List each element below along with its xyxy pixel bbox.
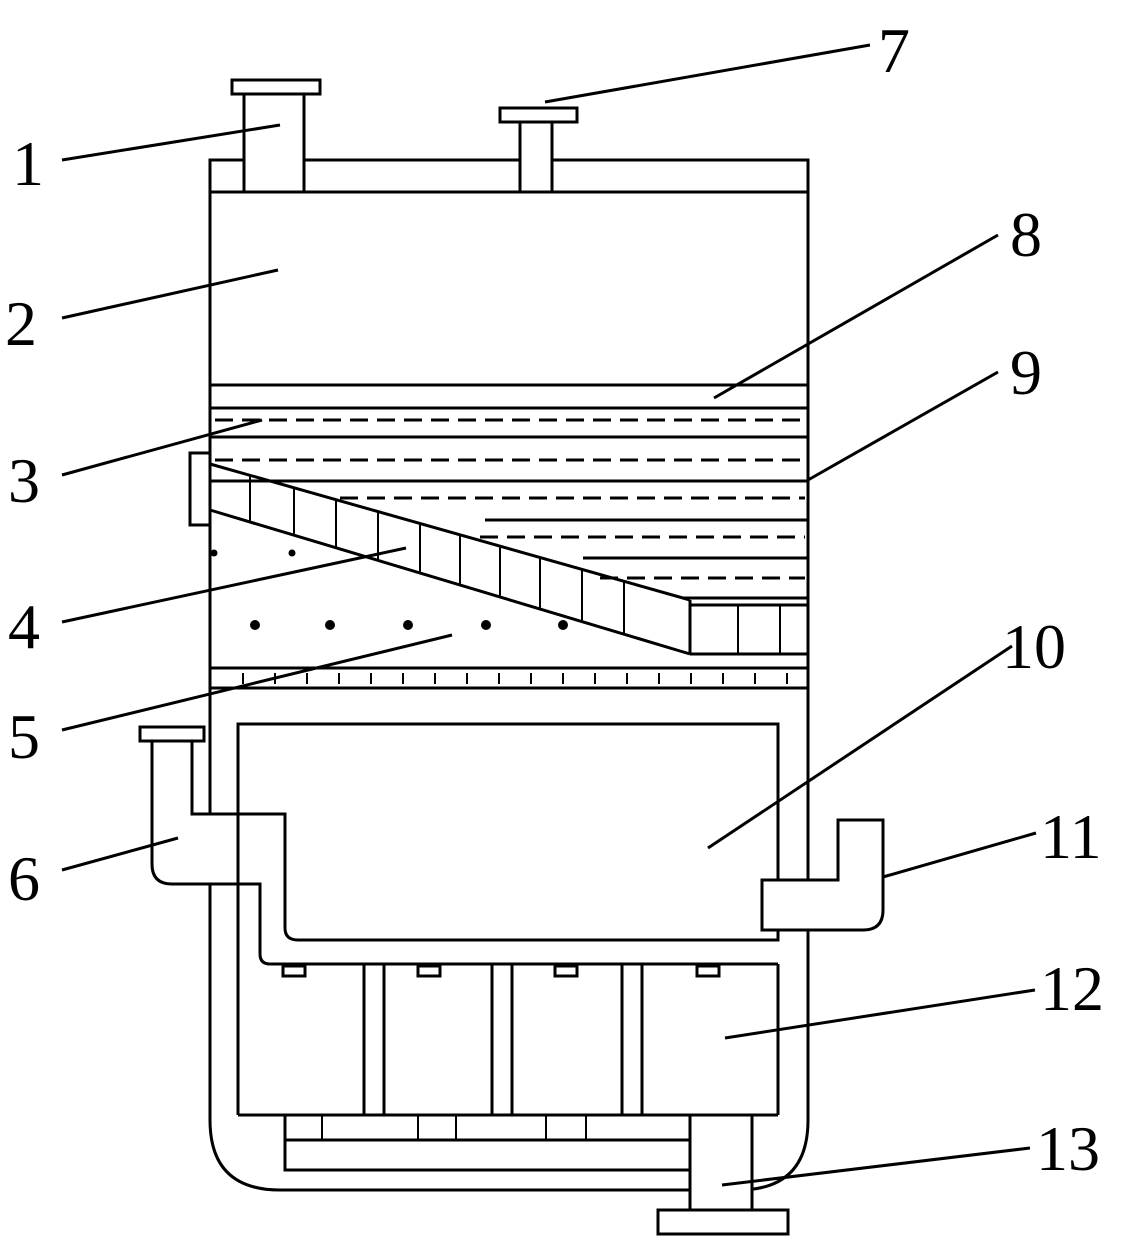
label-13: 13 xyxy=(1036,1113,1100,1184)
label-1: 1 xyxy=(12,128,44,199)
label-11: 11 xyxy=(1040,801,1102,872)
vent-pipe-top xyxy=(498,106,579,194)
upper-plate-layers xyxy=(210,383,808,600)
outlet-pipe-bottom xyxy=(656,1113,790,1236)
callout-labels: 1 2 3 4 5 6 7 8 9 10 11 12 13 xyxy=(5,15,1104,1184)
inlet-elbow-left xyxy=(138,725,240,886)
lower-compartments xyxy=(238,962,778,1117)
inlet-pipe-top-left xyxy=(230,78,322,194)
label-5: 5 xyxy=(8,701,40,772)
inclined-screen xyxy=(188,451,808,656)
label-2: 2 xyxy=(5,288,37,359)
bottom-frame xyxy=(283,1113,692,1172)
label-3: 3 xyxy=(8,445,40,516)
outlet-elbow-right xyxy=(760,818,885,932)
label-12: 12 xyxy=(1040,953,1104,1024)
label-7: 7 xyxy=(878,15,910,86)
label-10: 10 xyxy=(1002,611,1066,682)
leader-lines xyxy=(61,43,1037,1187)
label-6: 6 xyxy=(8,843,40,914)
particle-dots xyxy=(210,549,568,630)
label-8: 8 xyxy=(1010,199,1042,270)
perforated-plate xyxy=(210,666,808,690)
label-4: 4 xyxy=(8,591,40,662)
label-9: 9 xyxy=(1010,337,1042,408)
inner-tank xyxy=(236,722,780,1115)
